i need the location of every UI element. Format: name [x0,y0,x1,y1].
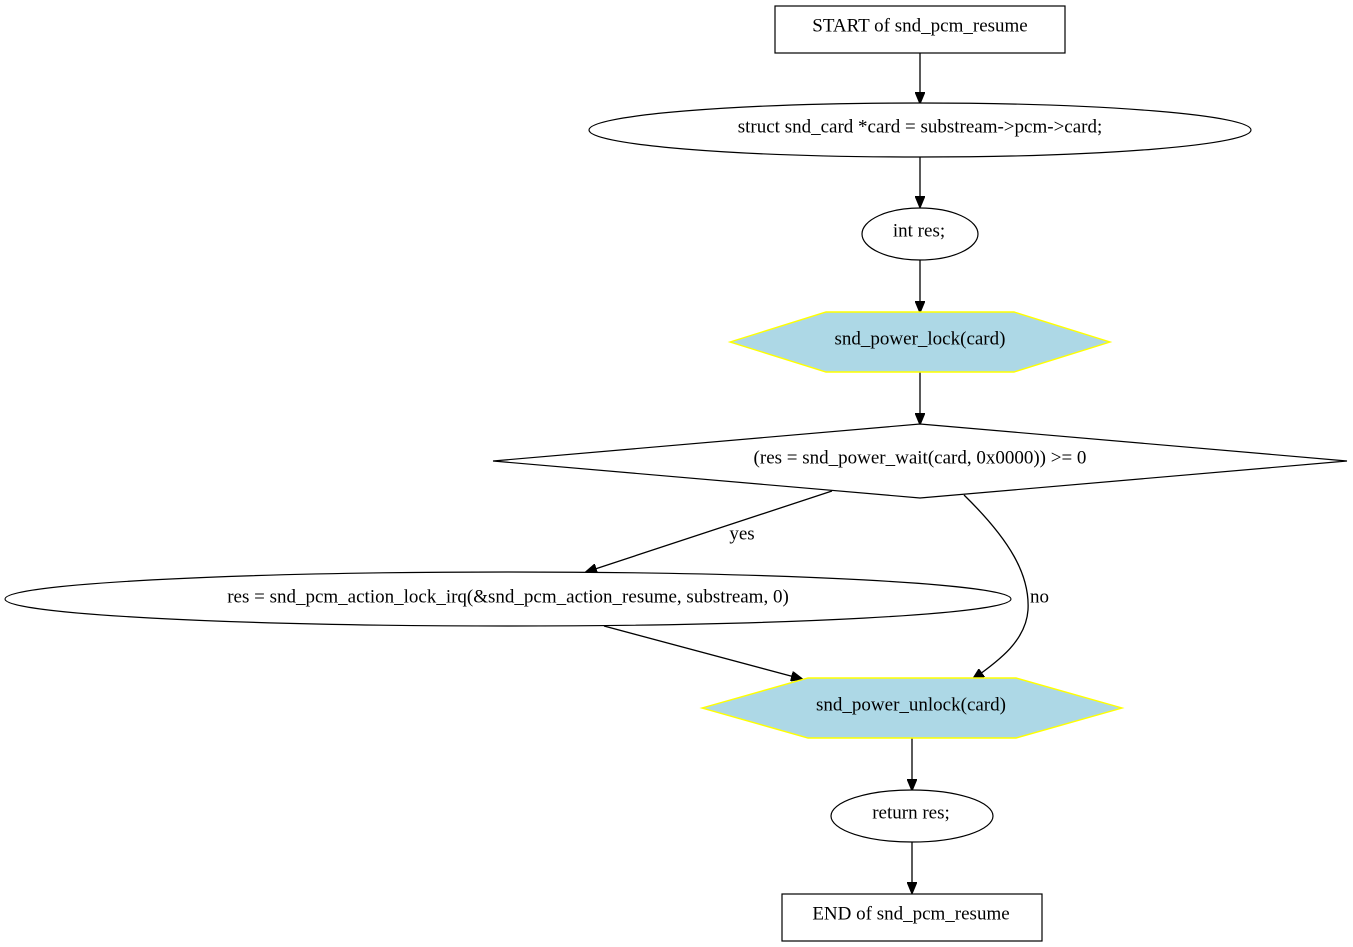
power-unlock-label: snd_power_unlock(card) [816,695,1006,716]
end-box [781,893,1043,942]
edge-label-no: no [1030,587,1049,608]
condition-label: (res = snd_power_wait(card, 0x0000)) >= … [754,448,1087,469]
card-decl-label: struct snd_card *card = substream->pcm->… [738,117,1103,138]
res-decl-ellipse [861,207,979,261]
node-return-res: return res; [830,789,994,843]
power-lock-label: snd_power_lock(card) [835,329,1006,350]
res-decl-label: int res; [893,221,945,242]
edges [586,53,1029,893]
condition-diamond [492,423,1348,499]
node-res-decl: int res; [861,207,979,261]
card-decl-ellipse [588,102,1252,158]
edge-condition-no [963,494,1029,679]
return-res-ellipse [830,789,994,843]
node-condition: (res = snd_power_wait(card, 0x0000)) >= … [492,423,1348,499]
action-call-ellipse [4,571,1012,627]
return-res-label: return res; [872,803,950,824]
node-end: END of snd_pcm_resume [781,893,1043,942]
start-box [774,5,1066,54]
node-power-unlock: snd_power_unlock(card) [699,677,1125,739]
edge-condition-yes [586,490,833,572]
power-unlock-hexagon [699,677,1125,739]
edge-label-yes: yes [729,524,754,545]
edge-action-to-power-unlock [603,625,802,679]
action-call-label: res = snd_pcm_action_lock_irq(&snd_pcm_a… [227,587,789,608]
start-label: START of snd_pcm_resume [812,16,1027,37]
end-label: END of snd_pcm_resume [812,904,1009,925]
node-card-decl: struct snd_card *card = substream->pcm->… [588,102,1252,158]
power-lock-hexagon [727,311,1113,373]
node-power-lock: snd_power_lock(card) [727,311,1113,373]
node-start: START of snd_pcm_resume [774,5,1066,54]
node-action-call: res = snd_pcm_action_lock_irq(&snd_pcm_a… [4,571,1012,627]
